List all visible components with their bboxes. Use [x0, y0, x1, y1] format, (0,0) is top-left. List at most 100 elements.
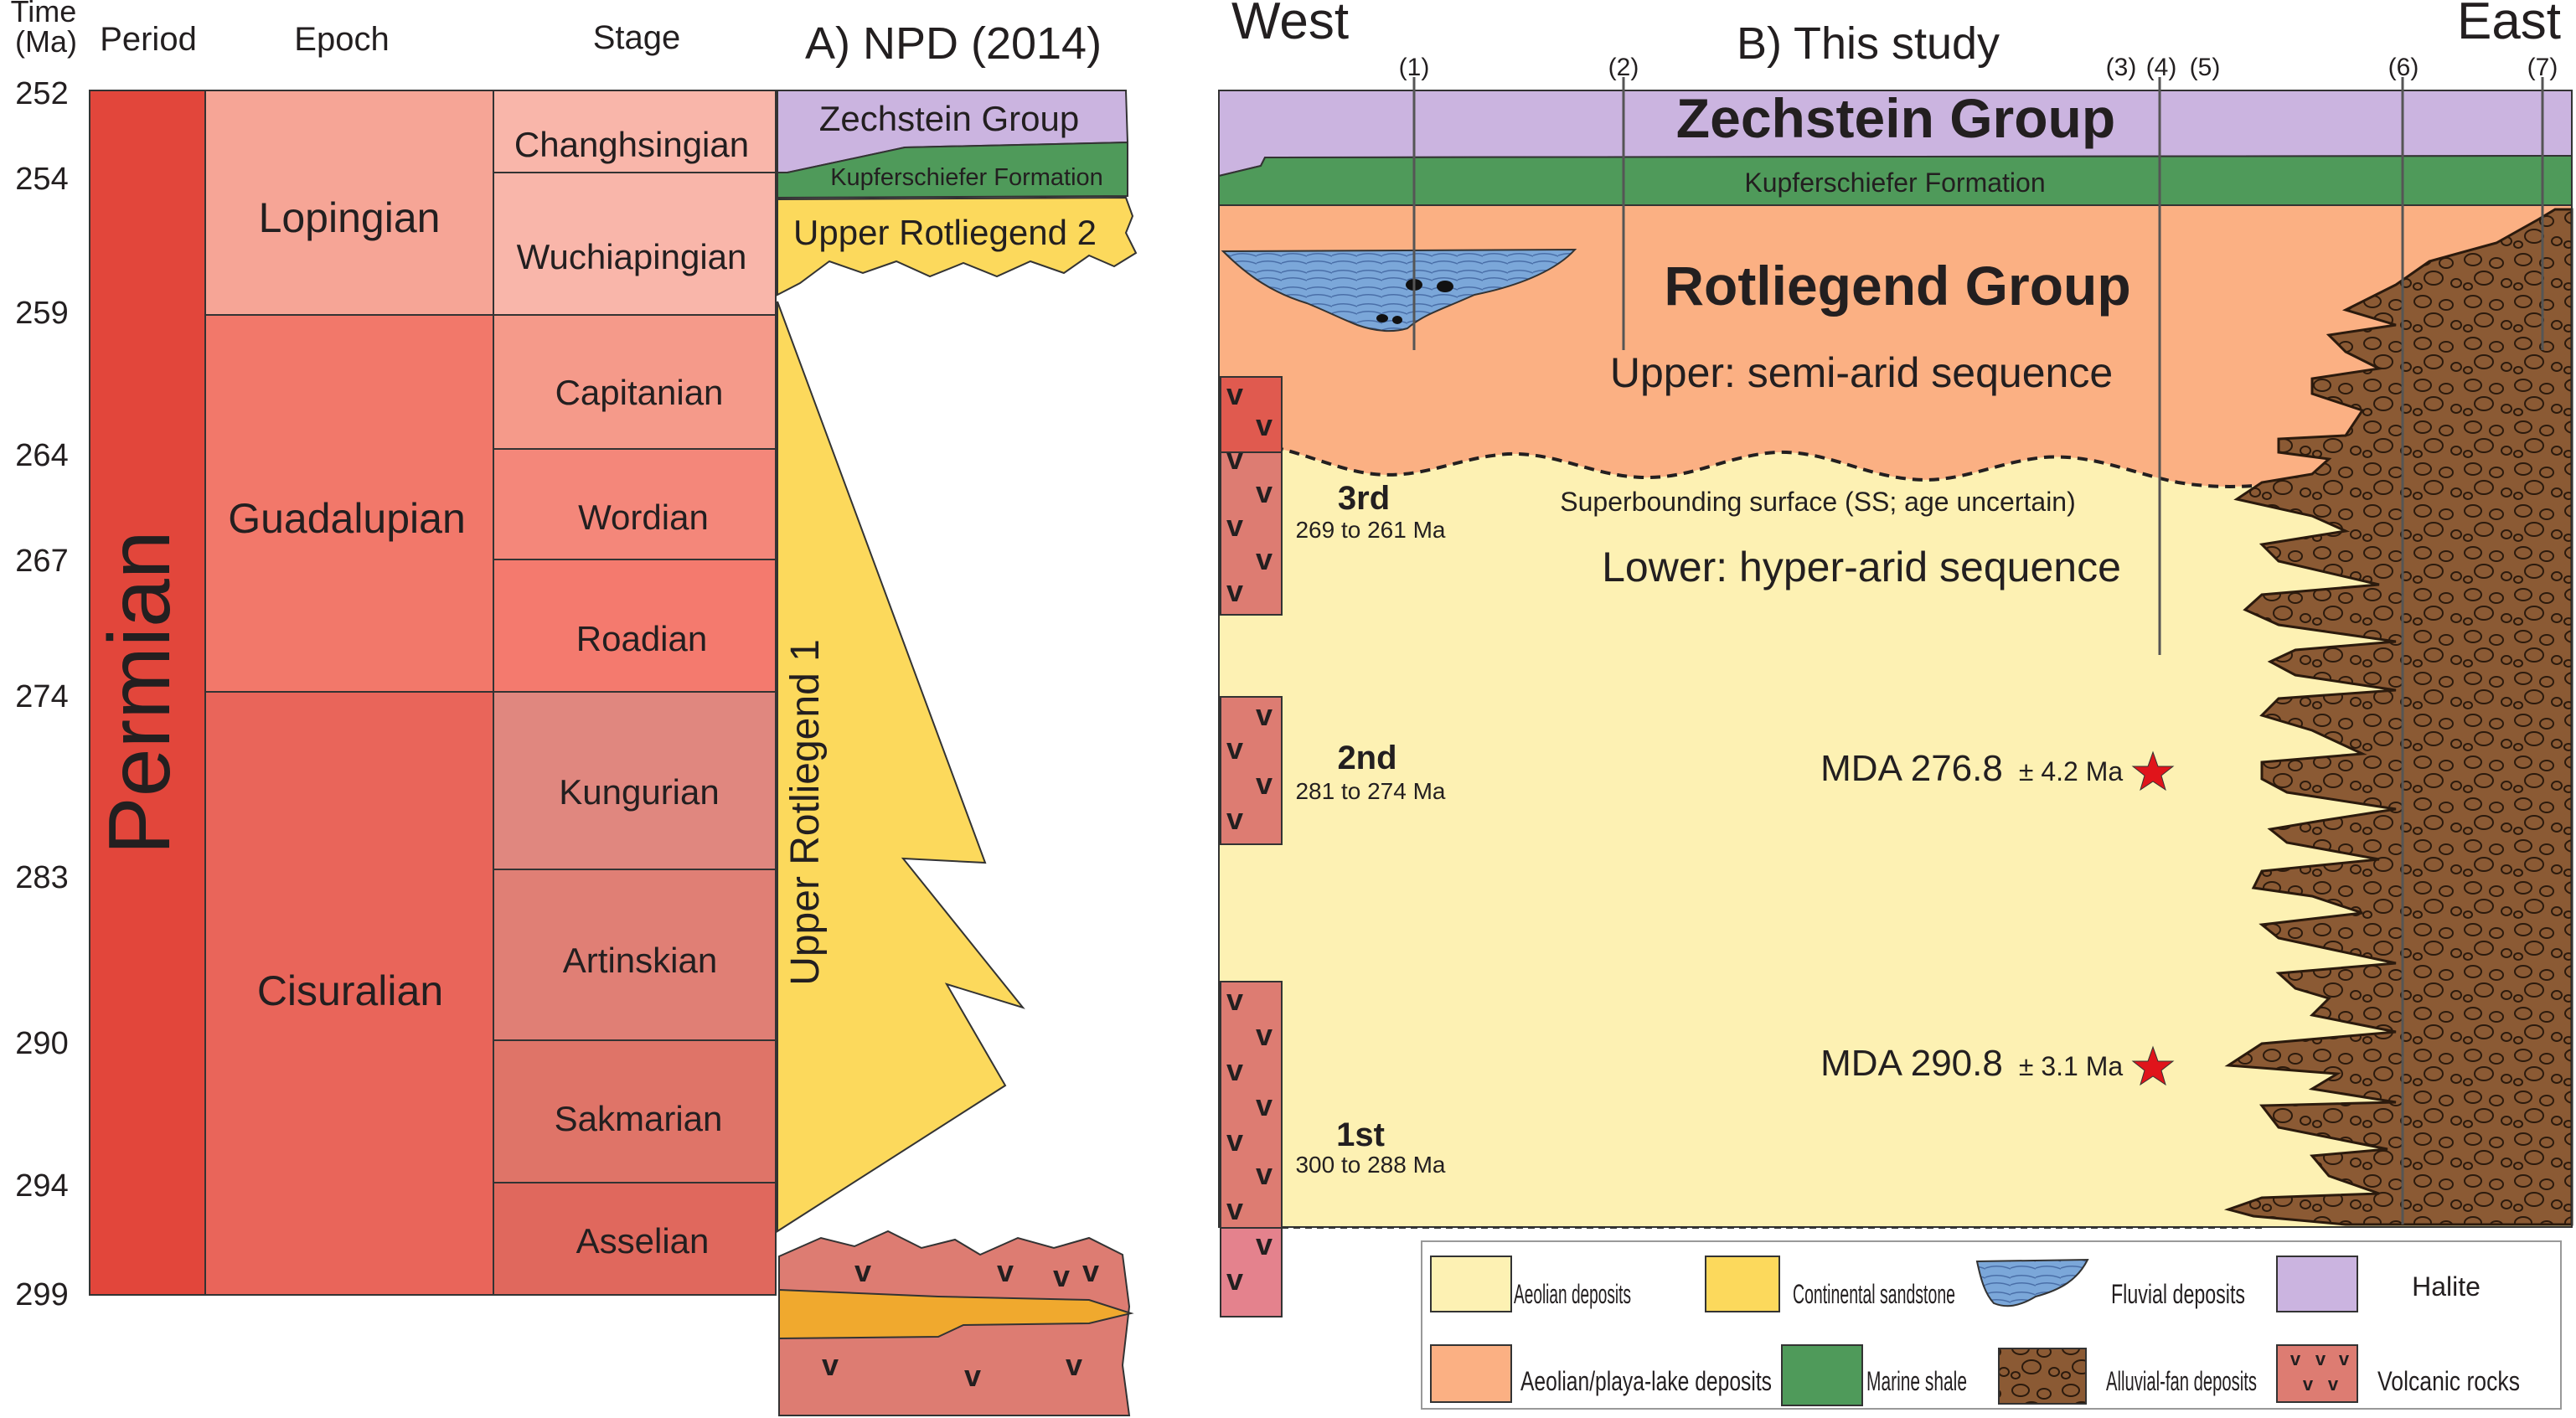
legend-label-continental-sandstone: Continental sandstone [1793, 1279, 1955, 1309]
epoch-guadalupian-label: Guadalupian [228, 495, 466, 542]
fluvial-channel [1221, 248, 1577, 333]
stage-roadian-box [493, 559, 777, 693]
panel-a-v-mark: v [822, 1348, 839, 1382]
legend-volcanic-mark: v [2315, 1348, 2326, 1369]
legend-label-playa: Aeolian/playa-lake deposits [1520, 1366, 1772, 1396]
epoch-cisuralian-label: Cisuralian [257, 967, 443, 1014]
legend-swatch-volcanic [2276, 1344, 2358, 1403]
volcanic-v-mark: v [1226, 982, 1243, 1017]
panel-b-upper-semiarid [1219, 205, 2572, 487]
panel-a-zechstein-label: Zechstein Group [819, 99, 1080, 138]
superbounding-surface-label: Superbounding surface (SS; age uncertain… [1560, 487, 2076, 517]
legend-volcanic-mark: v [2290, 1348, 2301, 1369]
pulse-1st-age: 300 to 288 Ma [1295, 1152, 1445, 1178]
volcanic-v-mark: v [1226, 1053, 1243, 1087]
volcanic-v-mark: v [1226, 1262, 1243, 1297]
period-header: Period [100, 21, 197, 58]
volcanic-v-mark: v [1256, 1088, 1273, 1122]
pulse-1st-label: 1st [1336, 1116, 1385, 1153]
legend-label-alluvial-fan: Alluvial-fan deposits [2106, 1366, 2257, 1396]
tick-283: 283 [15, 860, 68, 895]
volcanic-v-mark: v [1226, 508, 1243, 543]
stage-sakmarian-label: Sakmarian [555, 1099, 723, 1138]
volcanic-v-mark: v [1256, 542, 1273, 576]
legend-swatch-fluvial [1975, 1258, 2089, 1307]
rotliegend-group-label: Rotliegend Group [1664, 255, 2130, 317]
panel-a-sandstone-lens [778, 1288, 1134, 1340]
tick-267: 267 [15, 544, 68, 579]
volcanic-column-3rd-top [1220, 376, 1283, 453]
tick-299: 299 [15, 1277, 68, 1312]
stage-roadian-label: Roadian [576, 619, 707, 658]
legend-swatch-playa [1430, 1344, 1512, 1403]
time-scale-header: Time (Ma) Period Epoch Stage [11, 0, 681, 59]
legend-swatch-halite [2276, 1256, 2358, 1312]
stage-asselian-box [493, 1182, 777, 1296]
epoch-guadalupian-box [204, 314, 494, 693]
mda-1-label: MDA 276.8 [1820, 748, 2003, 789]
panel-a-v-mark: v [1053, 1259, 1070, 1293]
mda-1-star-icon [2131, 750, 2175, 792]
mda-1-error: ± 4.2 Ma [2019, 756, 2123, 786]
tick-290: 290 [15, 1026, 68, 1061]
ma-header: (Ma) [15, 24, 77, 59]
volcanic-v-mark: v [1226, 574, 1243, 608]
legend-label-halite: Halite [2412, 1271, 2480, 1302]
epoch-header: Epoch [294, 21, 389, 58]
pulse-3rd-label: 3rd [1338, 480, 1390, 517]
volcanic-v-mark: v [1256, 408, 1273, 442]
volcanic-column-1st [1220, 981, 1283, 1229]
legend-swatch-alluvial-fan [1998, 1348, 2087, 1405]
superbounding-surface-line [1273, 446, 2430, 488]
stage-kungurian-box [493, 691, 777, 870]
mda-2-label: MDA 290.8 [1820, 1043, 2003, 1084]
legend-label-fluvial: Fluvial deposits [2111, 1279, 2245, 1309]
volcanic-v-mark: v [1226, 377, 1243, 411]
period-permian-box [89, 90, 206, 1296]
volcanic-column-marks: v v v v v v v v v v v v v v v v v v v v [1226, 377, 1273, 1297]
well-label-1: (1) [1399, 54, 1430, 81]
fluvial-clast [1437, 281, 1453, 292]
volcanic-v-mark: v [1256, 698, 1273, 732]
pulse-2nd-label: 2nd [1337, 740, 1396, 776]
well-label-5: (5) [2190, 54, 2221, 81]
legend-label-volcanic: Volcanic rocks [2377, 1366, 2520, 1396]
mda-2-error: ± 3.1 Ma [2019, 1051, 2123, 1081]
panel-b-kupferschiefer-label: Kupferschiefer Formation [1744, 168, 2045, 198]
legend-label-marine-shale: Marine shale [1866, 1366, 1967, 1396]
volcanic-v-mark: v [1256, 1018, 1273, 1052]
lower-sequence-label: Lower: hyper-arid sequence [1602, 544, 2121, 590]
tick-259: 259 [15, 296, 68, 331]
fluvial-clast [1376, 314, 1388, 322]
stage-changhsingian-label: Changhsingian [514, 125, 749, 164]
tick-274: 274 [15, 679, 68, 714]
panel-b-title: B) This study [1737, 18, 2000, 69]
panel-a-upper-rotliegend-2 [777, 196, 1138, 296]
stage-capitanian-box [493, 314, 777, 450]
tick-264: 264 [15, 438, 68, 473]
panel-a-upper-rotliegend-1 [777, 301, 1025, 1233]
fluvial-clast [1392, 316, 1402, 324]
legend-volcanic-mark: v [2303, 1374, 2314, 1395]
stage-capitanian-label: Capitanian [555, 373, 724, 412]
panel-b-zechstein-label: Zechstein Group [1676, 87, 2115, 149]
legend-swatch-marine-shale [1781, 1344, 1863, 1406]
epoch-lopingian-label: Lopingian [259, 194, 441, 241]
volcanic-column-2nd [1220, 696, 1283, 845]
panel-a-volcanic-marks: v v v v v v v [822, 1254, 1099, 1393]
well-label-2: (2) [1608, 54, 1639, 81]
well-label-4: (4) [2146, 54, 2177, 81]
volcanic-v-mark: v [1256, 1227, 1273, 1261]
volcanic-v-mark: v [1226, 1123, 1243, 1158]
legend-volcanic-mark: v [2328, 1374, 2339, 1395]
period-permian-label: Permian [91, 530, 188, 854]
tick-252: 252 [15, 76, 68, 111]
alluvial-fan [2223, 208, 2573, 1226]
stage-wordian-label: Wordian [578, 498, 709, 537]
legend-label-aeolian: Aeolian deposits [1514, 1279, 1631, 1309]
panel-a-v-mark: v [964, 1359, 981, 1393]
stage-wordian-box [493, 448, 777, 560]
volcanic-v-mark: v [1256, 475, 1273, 509]
panel-b-east-label: East [2457, 0, 2561, 50]
